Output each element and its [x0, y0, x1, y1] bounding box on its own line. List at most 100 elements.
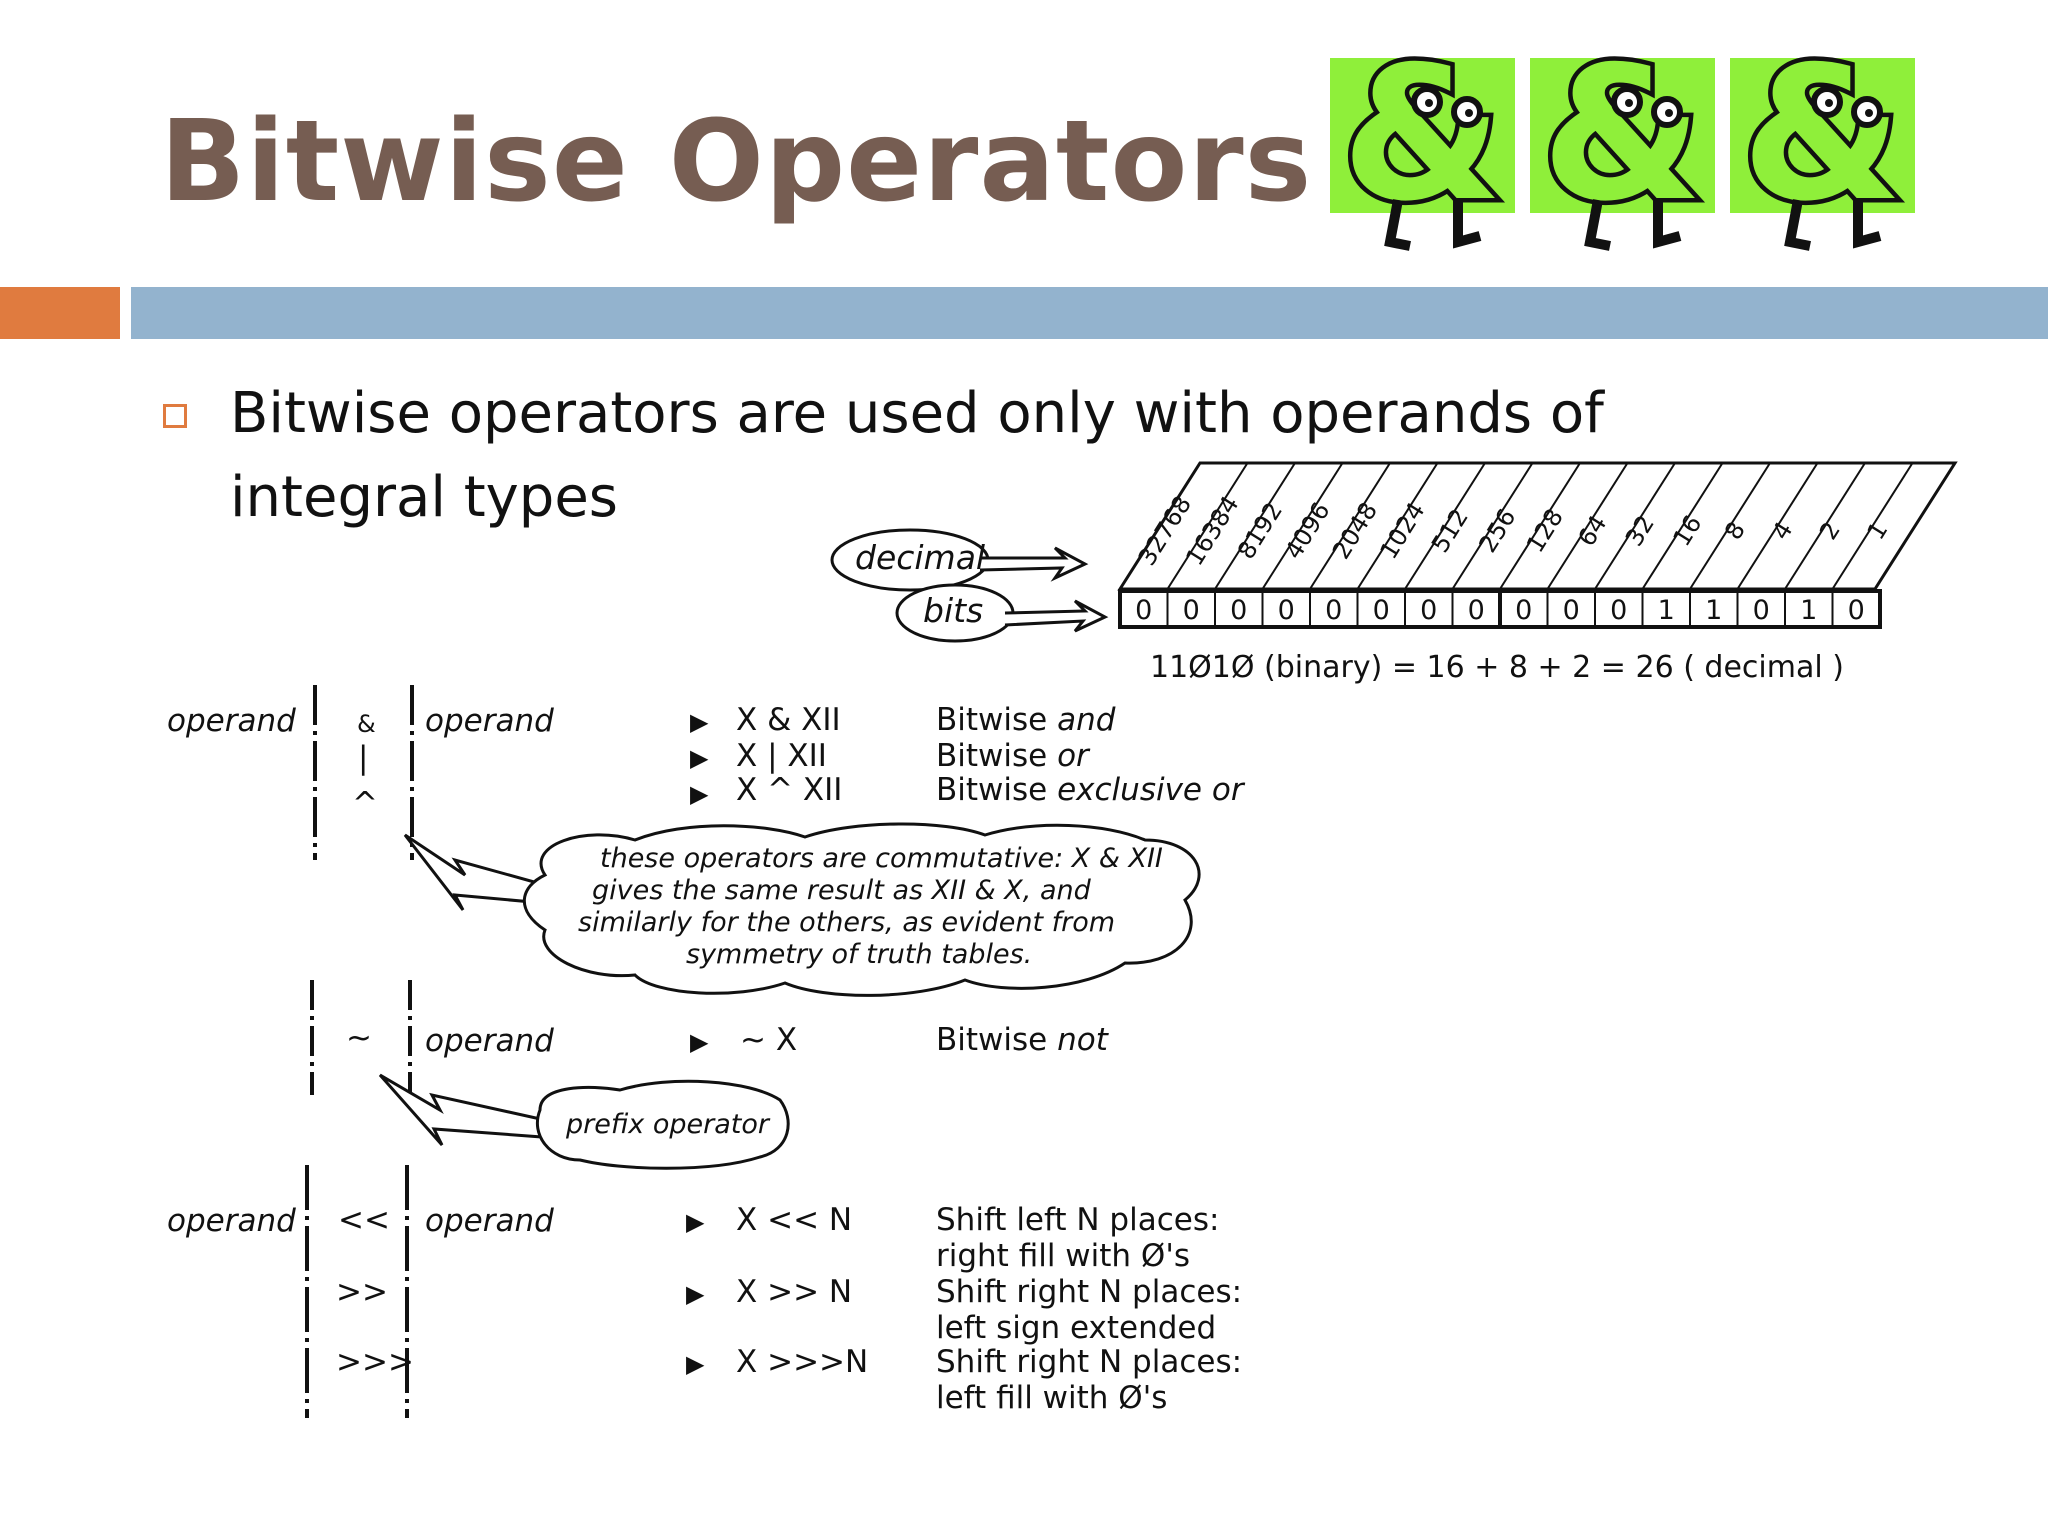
op-symbol-ushr: >>> — [336, 1344, 414, 1380]
weight-divider — [1261, 462, 1344, 590]
triangle-bullet-icon: ▶ — [690, 744, 709, 772]
svg-text:&: & — [1541, 30, 1702, 242]
example-or: X | XII — [736, 738, 827, 774]
op-symbol-or: | — [358, 740, 369, 776]
example-shl: X << N — [736, 1202, 853, 1238]
desc-not: Bitwise not — [936, 1022, 1108, 1058]
desc-and: Bitwise and — [936, 702, 1116, 738]
bit-weight-label: 16 — [1667, 510, 1707, 551]
op-symbol-shl: << — [338, 1202, 390, 1238]
weight-divider — [1499, 462, 1581, 590]
bit-weight-label: 2048 — [1327, 497, 1383, 564]
bit-value: 0 — [1848, 595, 1865, 626]
weight-divider — [1214, 462, 1296, 590]
weight-divider — [1309, 462, 1391, 590]
weight-divider — [1831, 462, 1914, 590]
bit-weight-label: 1024 — [1374, 497, 1430, 564]
example-shr: X >> N — [736, 1274, 853, 1310]
weight-divider — [1404, 462, 1486, 590]
note-line-1: these operators are commutative: X & XII — [600, 843, 1163, 874]
ampersand-mascot-2: & — [1530, 30, 1715, 251]
bit-value: 1 — [1658, 595, 1675, 626]
bit-value: 1 — [1800, 595, 1817, 626]
bit-value: 0 — [1753, 595, 1770, 626]
bit-weight-label: 4 — [1767, 517, 1799, 545]
desc-shl-2: right fill with Ø's — [936, 1238, 1190, 1274]
note-line-3: similarly for the others, as evident fro… — [578, 907, 1116, 938]
triangle-bullet-icon: ▶ — [686, 1350, 705, 1378]
svg-text:&: & — [1341, 30, 1502, 242]
slide-title: Bitwise Operators — [160, 97, 1313, 227]
desc-shl-1: Shift left N places: — [936, 1202, 1220, 1238]
bullet-square-icon — [163, 404, 187, 428]
bit-value: 0 — [1183, 595, 1200, 626]
decimal-label: decimal — [855, 538, 986, 577]
weight-divider — [1689, 462, 1771, 590]
bit-weight-label: 256 — [1473, 504, 1521, 558]
right-operand-label: operand — [425, 703, 554, 739]
unary-op-brackets — [310, 980, 412, 1095]
bit-weight-label: 32 — [1620, 510, 1660, 551]
bit-weight-label: 8 — [1719, 517, 1751, 545]
op-symbol-and: & — [357, 710, 376, 738]
note-line-4: symmetry of truth tables. — [686, 939, 1033, 970]
bit-weight-label: 512 — [1426, 504, 1474, 558]
op-symbol-not: ~ — [346, 1020, 372, 1056]
weight-divider — [1451, 462, 1534, 590]
note-line-2: gives the same result as XII & X, and — [592, 875, 1091, 906]
accent-bar-blue — [131, 287, 2048, 339]
left-operand-label: operand — [167, 703, 296, 739]
weight-divider — [1594, 462, 1676, 590]
weight-divider — [1546, 462, 1629, 590]
desc-ushr-1: Shift right N places: — [936, 1344, 1243, 1380]
ampersand-mascot-logo: & & & — [1330, 30, 1915, 251]
desc-shr-1: Shift right N places: — [936, 1274, 1243, 1310]
desc-shr-2: left sign extended — [936, 1310, 1217, 1346]
bit-weight-label: 128 — [1521, 504, 1569, 558]
bit-value: 0 — [1135, 595, 1152, 626]
desc-ushr-2: left fill with Ø's — [936, 1380, 1168, 1416]
example-ushr: X >>>N — [736, 1344, 869, 1380]
triangle-bullet-icon: ▶ — [690, 780, 709, 808]
bit-weight-label: 2 — [1814, 517, 1846, 545]
bit-value: 0 — [1278, 595, 1295, 626]
prefix-note-text: prefix operator — [566, 1109, 769, 1140]
ampersand-mascot-3: & — [1730, 30, 1915, 251]
bit-value: 0 — [1563, 595, 1580, 626]
bit-value: 0 — [1610, 595, 1627, 626]
op-symbol-shr: >> — [336, 1274, 388, 1310]
bit-weight-label: 1 — [1862, 517, 1894, 545]
weight-divider — [1641, 462, 1724, 590]
op-symbol-xor: ^ — [352, 786, 378, 822]
ampersand-mascot-1: & — [1330, 30, 1515, 251]
bit-value: 1 — [1705, 595, 1722, 626]
example-and: X & XII — [736, 702, 841, 738]
decimal-cloud-arrow — [830, 528, 1089, 592]
bit-value: 0 — [1515, 595, 1532, 626]
example-xor: X ^ XII — [736, 772, 843, 808]
desc-xor: Bitwise exclusive or — [936, 772, 1244, 808]
example-not: ~ X — [740, 1022, 798, 1058]
bit-value: 0 — [1468, 595, 1485, 626]
bit-weight-label: 4096 — [1279, 497, 1335, 564]
shift-op-brackets — [305, 1165, 409, 1418]
unary-operand-label: operand — [425, 1023, 554, 1059]
bit-value: 0 — [1373, 595, 1390, 626]
bullet-text: Bitwise operators are used only with ope… — [230, 381, 1604, 530]
shift-right-operand-label: operand — [425, 1203, 554, 1239]
weight-divider — [1356, 462, 1439, 590]
prefix-note-cloud — [378, 1073, 790, 1170]
bits-label: bits — [923, 591, 984, 630]
bits-cloud-arrow — [895, 583, 1109, 643]
weight-divider — [1166, 462, 1249, 590]
commutative-note-cloud — [403, 822, 1201, 997]
bit-value: 0 — [1230, 595, 1247, 626]
bit-weight-label: 64 — [1572, 510, 1612, 551]
binary-equation: 11Ø1Ø (binary) = 16 + 8 + 2 = 26 ( decim… — [1150, 650, 1844, 685]
bit-value: 0 — [1325, 595, 1342, 626]
accent-bar-orange — [0, 287, 120, 339]
triangle-bullet-icon: ▶ — [686, 1208, 705, 1236]
triangle-bullet-icon: ▶ — [690, 708, 709, 736]
triangle-bullet-icon: ▶ — [690, 1028, 709, 1056]
